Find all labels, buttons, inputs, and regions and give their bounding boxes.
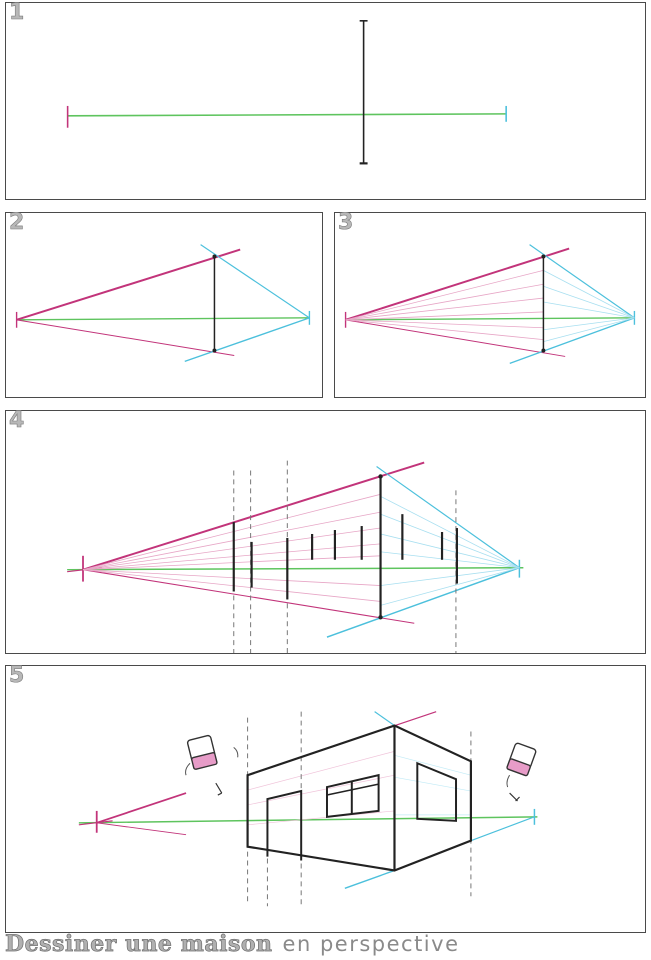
- step-5-panel: 5: [5, 663, 646, 933]
- step-1-panel: 1: [5, 0, 646, 200]
- step-5-drawing: [78, 711, 538, 909]
- step-1-number: 1: [9, 0, 25, 25]
- step-2-number: 2: [9, 210, 25, 236]
- step-2-panel: 2: [5, 210, 323, 398]
- step-4-drawing: [67, 460, 524, 653]
- caption-subtitle: en perspective: [282, 932, 460, 956]
- step-4-panel: 4: [5, 408, 646, 654]
- step-1-drawing: [66, 20, 507, 165]
- eraser-icon: [506, 742, 537, 802]
- caption: Dessiner une maison en perspective: [5, 931, 646, 960]
- step-4-number: 4: [9, 408, 25, 434]
- step-3-drawing: [344, 244, 636, 365]
- step-3-number: 3: [338, 210, 354, 236]
- eraser-icon: [185, 734, 239, 796]
- step-3-panel: 3: [334, 210, 646, 398]
- step-5-number: 5: [9, 663, 25, 689]
- step-2-drawing: [15, 244, 311, 363]
- horizon-line: [67, 113, 507, 117]
- caption-title: Dessiner une maison: [5, 931, 273, 958]
